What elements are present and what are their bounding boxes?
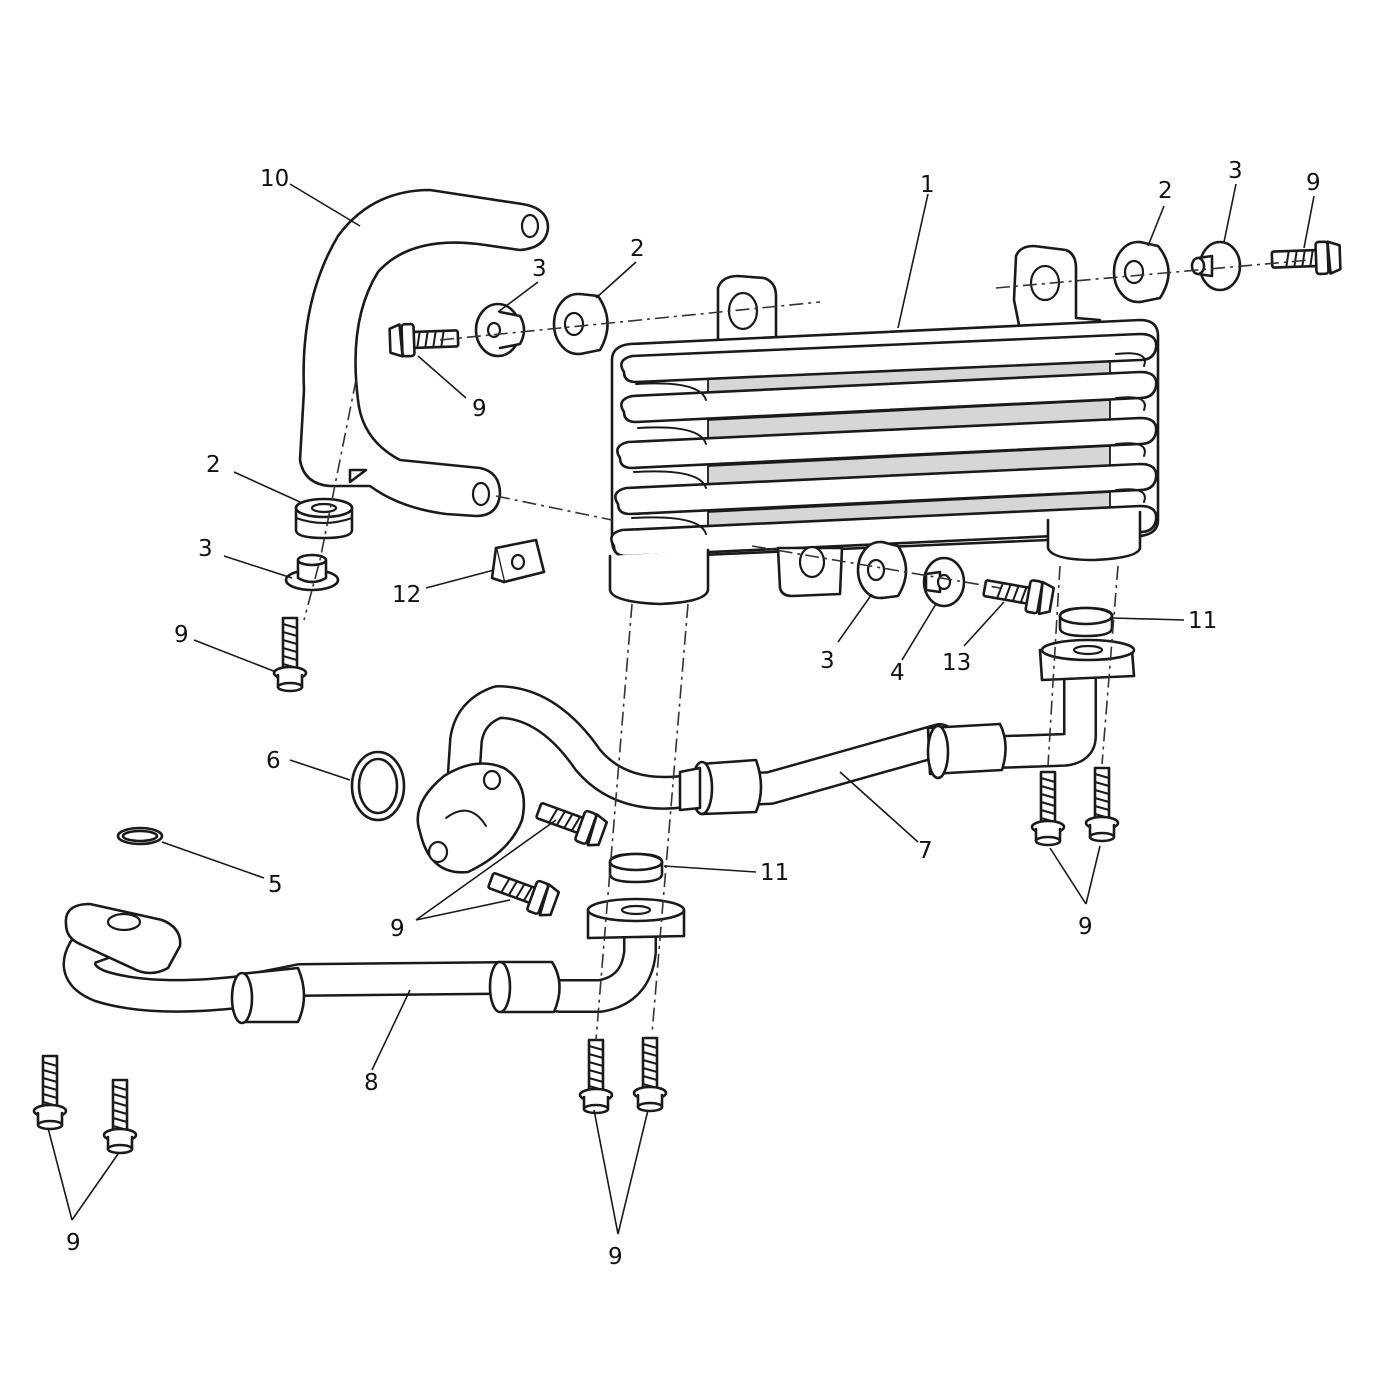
bolts-lower-flange bbox=[578, 1036, 668, 1115]
callout-10: 10 bbox=[260, 166, 289, 192]
callout-9-upper-left: 9 bbox=[472, 396, 487, 422]
collar-left bbox=[284, 553, 340, 592]
bolts-upper-flange bbox=[1030, 766, 1120, 847]
grommet-upper-left bbox=[552, 292, 609, 356]
callout-2-left: 2 bbox=[206, 452, 221, 478]
oil-hose-lower bbox=[62, 897, 686, 1025]
callout-5: 5 bbox=[268, 872, 283, 898]
grommet-upper-right bbox=[1112, 240, 1170, 304]
assembly-centerlines bbox=[303, 259, 1311, 1041]
callout-3-upper-left: 3 bbox=[532, 256, 547, 282]
callout-2-upper-right: 2 bbox=[1158, 178, 1173, 204]
callout-11-upper: 11 bbox=[1188, 608, 1217, 634]
o-ring-5 bbox=[116, 826, 164, 846]
callout-13: 13 bbox=[942, 650, 971, 676]
grommet-lower bbox=[856, 540, 908, 600]
leader-lines bbox=[47, 183, 1315, 1235]
callout-labels: 1 2 3 9 10 3 2 9 2 3 12 9 3 4 13 11 6 7 … bbox=[66, 158, 1321, 1270]
oil-cooler-radiator bbox=[608, 244, 1160, 606]
bolt-upper-right bbox=[1270, 239, 1342, 277]
collar-upper-left bbox=[474, 302, 526, 358]
bolts-engine-flange bbox=[32, 1054, 138, 1155]
callout-9-bottom-left: 9 bbox=[66, 1230, 81, 1256]
bolt-lower bbox=[980, 570, 1056, 617]
sealing-washer-11-upper bbox=[1058, 606, 1114, 638]
callout-7: 7 bbox=[918, 838, 933, 864]
callout-9-bottom-center: 9 bbox=[608, 1244, 623, 1270]
sealing-washer-11-lower bbox=[608, 852, 664, 884]
callout-12: 12 bbox=[392, 582, 421, 608]
callout-6: 6 bbox=[266, 748, 281, 774]
callout-4: 4 bbox=[890, 660, 905, 686]
washer-lower bbox=[922, 556, 966, 608]
callout-3-left: 3 bbox=[198, 536, 213, 562]
callout-9-left: 9 bbox=[174, 622, 189, 648]
grommet-left bbox=[294, 497, 354, 540]
callout-1: 1 bbox=[920, 172, 935, 198]
callout-3-upper-right: 3 bbox=[1228, 158, 1243, 184]
mounting-bracket bbox=[298, 188, 550, 518]
callout-9-center: 9 bbox=[390, 916, 405, 942]
callout-3-lower: 3 bbox=[820, 648, 835, 674]
clip-nut bbox=[490, 538, 546, 584]
collar-upper-right bbox=[1190, 240, 1242, 292]
callout-9-right: 9 bbox=[1078, 914, 1093, 940]
o-ring-6 bbox=[350, 750, 406, 822]
oil-hose-upper bbox=[416, 638, 1136, 874]
callout-8: 8 bbox=[364, 1070, 379, 1096]
bolt-left bbox=[272, 616, 308, 693]
callout-11-lower: 11 bbox=[760, 860, 789, 886]
callout-2-upper-left: 2 bbox=[630, 236, 645, 262]
callout-9-upper-right: 9 bbox=[1306, 170, 1321, 196]
